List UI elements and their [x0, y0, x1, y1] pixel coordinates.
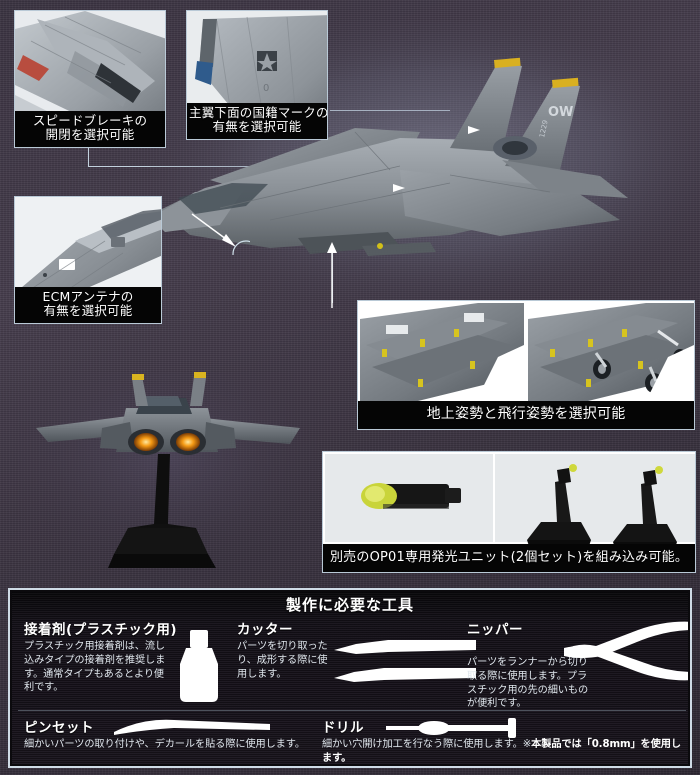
- tool-nipper-desc: パーツをランナーから切り取る際に使用します。プラスチック用の先の細いものが便利で…: [467, 657, 589, 710]
- wing-insignia-photo: 0 主翼下面の国籍マークの 有無を選択可能: [186, 10, 328, 140]
- landing-gear-caption: 地上姿勢と飛行姿勢を選択可能: [358, 401, 694, 429]
- tool-tweezers: ピンセット 細かいパーツの取り付けや、デカールを貼る際に使用します。: [24, 716, 354, 752]
- landing-gear-photo: 地上姿勢と飛行姿勢を選択可能: [357, 300, 695, 430]
- drill-icon: [386, 718, 516, 738]
- tool-adhesive-desc: プラスチック用接着剤は、流し込みタイプの接着剤を推奨します。通常タイプもあるとよ…: [24, 641, 166, 694]
- ecm-arrow-icon: [191, 213, 250, 255]
- tool-drill-desc-bold: 本製品では「0.8mm」を使用します。: [322, 739, 681, 764]
- svg-text:1229: 1229: [538, 119, 550, 138]
- glue-bottle-icon: [180, 630, 218, 702]
- ecm-antenna-caption: ECMアンテナの 有無を選択可能: [15, 286, 161, 323]
- tool-tweezers-label: ピンセット: [24, 720, 94, 736]
- svg-text:OW: OW: [548, 105, 573, 120]
- speed-brake-caption: スピードブレーキの 開閉を選択可能: [15, 110, 165, 147]
- caption-line: 主翼下面の国籍マークの: [189, 104, 328, 120]
- speed-brake-photo: スピードブレーキの 開閉を選択可能: [14, 10, 166, 148]
- tool-cutter-desc: パーツを切り取ったり、成形する際に使用します。: [237, 641, 328, 680]
- tool-adhesive-label: 接着剤(プラスチック用): [24, 622, 178, 638]
- tool-nipper: ニッパー パーツをランナーから切り取る際に使用します。プラスチック用の先の細いも…: [467, 618, 688, 711]
- wing-insignia-caption: 主翼下面の国籍マークの 有無を選択可能: [187, 102, 328, 139]
- tweezers-icon: [114, 719, 270, 735]
- tool-adhesive: 接着剤(プラスチック用) プラスチック用接着剤は、流し込みタイプの接着剤を推奨し…: [24, 618, 242, 695]
- cutter-blade-icon: [334, 640, 476, 682]
- caption-line: ECMアンテナの: [42, 288, 134, 304]
- caption-line: 別売のOP01専用発光ユニット(2個セット)を組み込み可能。: [329, 549, 689, 565]
- tools-panel-title: 製作に必要な工具: [285, 596, 414, 614]
- ecm-antenna-photo: ECMアンテナの 有無を選択可能: [14, 196, 162, 324]
- tool-nipper-label: ニッパー: [467, 622, 523, 638]
- tool-drill-label: ドリル: [322, 720, 364, 736]
- caption-line: 有無を選択可能: [212, 119, 302, 135]
- main-aircraft-photo: OW 1229: [150, 20, 700, 300]
- led-unit-caption: 別売のOP01専用発光ユニット(2個セット)を組み込み可能。: [323, 543, 695, 572]
- connector-line-speedbrake-v: [88, 147, 89, 167]
- tool-drill: ドリル 細かい穴開け加工を行なう際に使用します。※本製品では「0.8mm」を使用…: [322, 716, 688, 764]
- tools-divider: [18, 710, 686, 711]
- tool-drill-desc: 細かい穴開け加工を行なう際に使用します。※本製品では「0.8mm」を使用します。: [322, 738, 688, 764]
- tools-panel: 製作に必要な工具 接着剤(プラスチック用) プラスチック用接着剤は、流し込みタイ…: [8, 588, 692, 768]
- caption-line: 有無を選択可能: [43, 303, 133, 319]
- stand-aircraft-photo: [18, 372, 318, 584]
- tool-tweezers-desc: 細かいパーツの取り付けや、デカールを貼る際に使用します。: [24, 739, 305, 750]
- nipper-icon: [564, 621, 688, 681]
- tool-cutter-label: カッター: [237, 622, 293, 638]
- tool-drill-desc-plain: 細かい穴開け加工を行なう際に使用します。※: [322, 739, 532, 750]
- caption-line: スピードブレーキの: [32, 112, 148, 128]
- svg-text:0: 0: [263, 83, 269, 94]
- gear-arrow-icon: [327, 242, 337, 308]
- caption-line: 地上姿勢と飛行姿勢を選択可能: [426, 406, 626, 423]
- tool-cutter: カッター パーツを切り取ったり、成形する際に使用します。: [237, 618, 457, 681]
- caption-line: 開閉を選択可能: [45, 127, 135, 143]
- led-unit-photo: 別売のOP01専用発光ユニット(2個セット)を組み込み可能。: [322, 451, 696, 573]
